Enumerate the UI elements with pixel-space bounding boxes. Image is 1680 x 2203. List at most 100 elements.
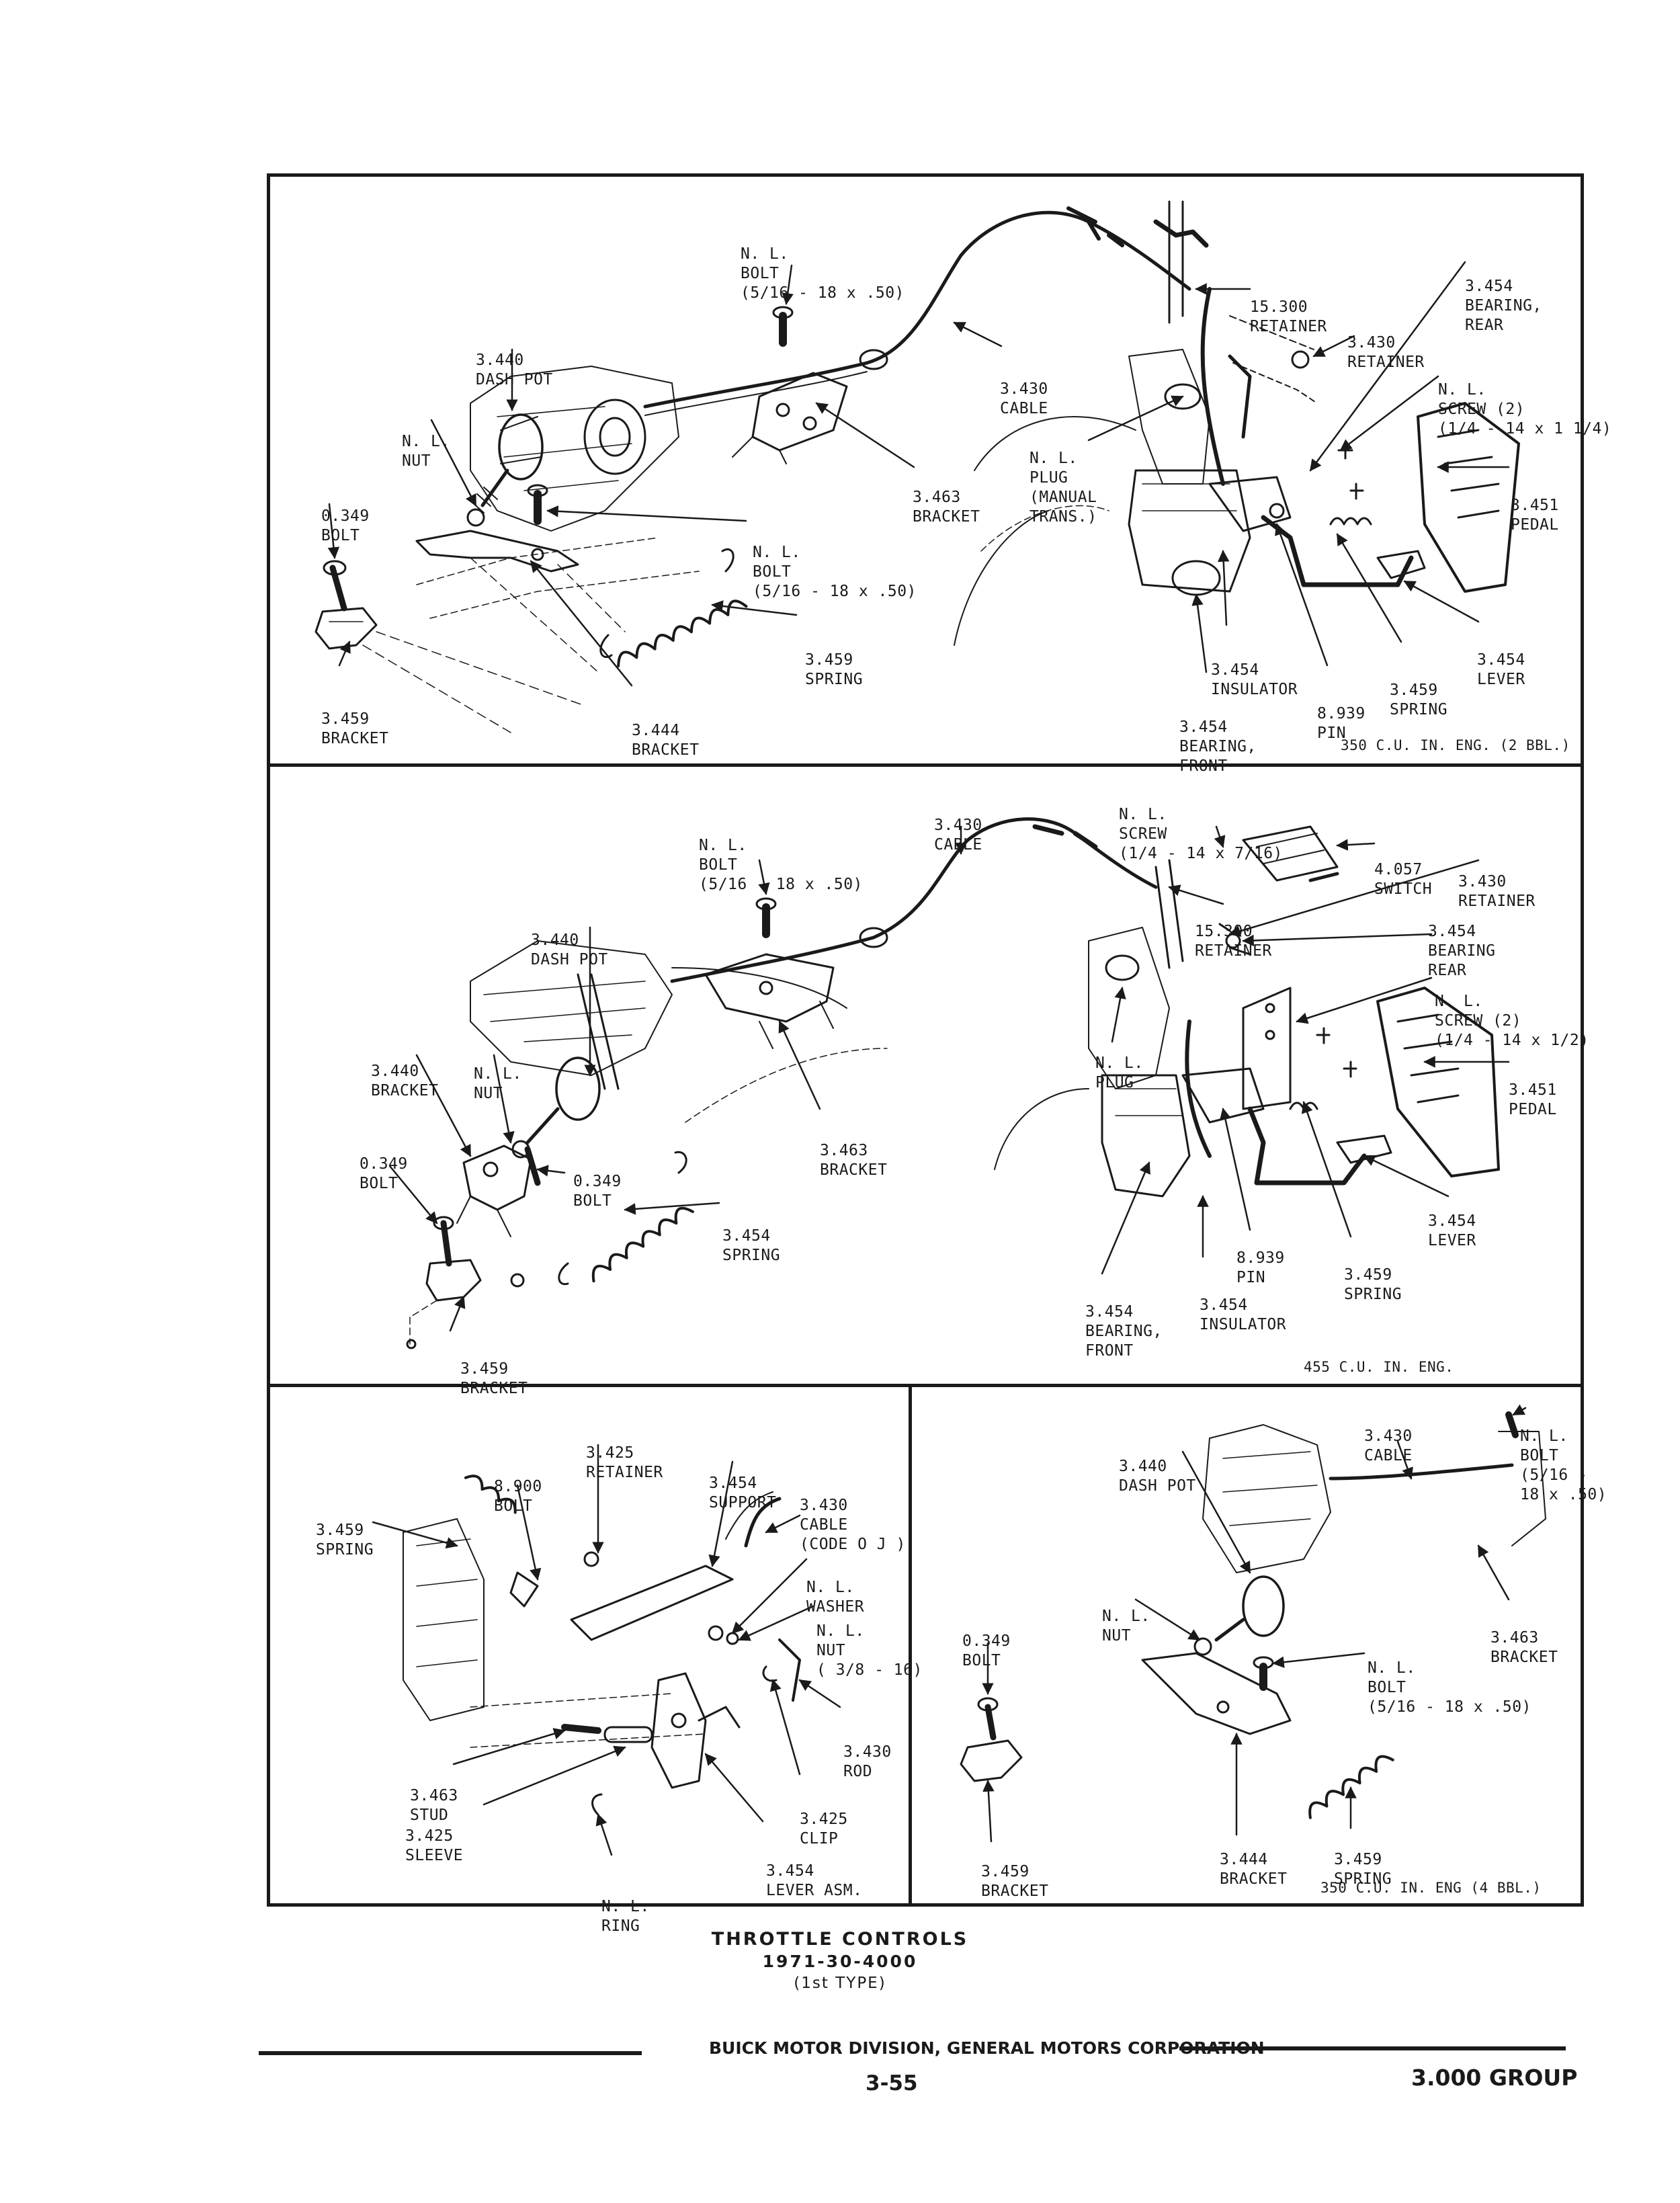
bottom-left-stud-sleeve-ring [561,1724,653,1816]
footer-rule-right [1179,2046,1566,2050]
footer-rule-left [259,2051,642,2055]
figure-title: THROTTLE CONTROLS [711,1929,969,1950]
footer-page-number: 3-55 [866,2071,918,2095]
bottom-right-bracket-3459 [960,1697,1023,1782]
middle-spring-coil [558,1151,694,1286]
top-firewall-and-pedal-mount [954,200,1252,646]
bottom-right-bracket-3444 [1141,1652,1292,1735]
top-pedal-lever-assembly [1208,315,1520,593]
label-nl-nut: N. L.NUT( 3/8 - 16) [816,1622,923,1679]
middle-dashpot-drawing [511,1056,601,1159]
middle-nl-bolt-drawing [755,897,777,938]
middle-pedal-lever-assembly [1181,923,1500,1186]
footer-group: 3.000 GROUP [1411,2065,1578,2091]
label-nl-bolt: N. L.BOLT(5/16 - 18 x .50) [699,837,863,893]
label-nl-plug: N. L.PLUG [1095,1054,1144,1091]
bottom-left-carburetor-body [403,1518,706,1748]
label-nl-bolt: N. L.BOLT(5/16 - 18 x .50) [741,245,905,302]
label-nl-nut: N. L.NUT [474,1065,522,1102]
bottom-left-support-and-cable [570,1491,782,1641]
label-nl-bolt: N. L.BOLT(5/16 - 18 x .50) [1368,1659,1531,1716]
footer-company: BUICK MOTOR DIVISION, GENERAL MOTORS COR… [709,2038,1265,2058]
middle-bolt-0349 [433,1146,541,1267]
bottom-right-spring-coil [1308,1755,1394,1819]
top-leader-lines [327,261,1510,687]
top-cable-assembly [643,206,1209,416]
middle-bracket-3463 [704,953,835,1049]
label-nl-screw: N. L.SCREW (2)(1/4 - 14 x 1 1/4) [1438,381,1612,438]
top-bracket-3444 [415,530,626,673]
top-bracket-3463 [732,372,848,464]
label-nl-screw: N. L.SCREW (2)(1/4 - 14 x 1/2) [1435,993,1589,1049]
middle-carburetor-body [470,940,888,1123]
middle-panel-caption: 455 C.U. IN. ENG. [1304,1359,1454,1375]
bottom-left-rod-and-clip [762,1638,801,1702]
figure-subtitle: (1st TYPE) [794,1975,886,1992]
label-nl-ring: N. L.RING [601,1898,650,1935]
middle-switch-4057 [1242,825,1339,882]
bottom-right-panel-frame [909,1384,1584,1907]
label-nl-bolt: N. L.BOLT(5/16 - 18 x .50) [753,544,917,600]
top-bracket-3459 [314,607,585,733]
label-nl-bolt: N. L.BOLT(5/16 -18 x .50) [1520,1427,1607,1503]
middle-firewall-and-pedal-mount [994,859,1212,1198]
middle-bracket-3440 [456,1145,532,1237]
middle-leader-lines [388,825,1510,1332]
label-nl-washer: N. L.WASHER [806,1579,865,1616]
top-panel-caption: 350 C.U. IN. ENG. (2 BBL.) [1341,737,1570,753]
bottom-left-leader-lines [372,1444,841,1856]
bottom-right-dashpot-drawing [1193,1575,1285,1656]
label-nl-nut: N. L.NUT [402,433,450,470]
top-nl-bolt-drawings [527,306,794,525]
top-spring-coil [599,548,748,667]
top-dashpot-drawing [466,413,544,527]
bottom-right-leader-lines [982,1404,1527,1843]
